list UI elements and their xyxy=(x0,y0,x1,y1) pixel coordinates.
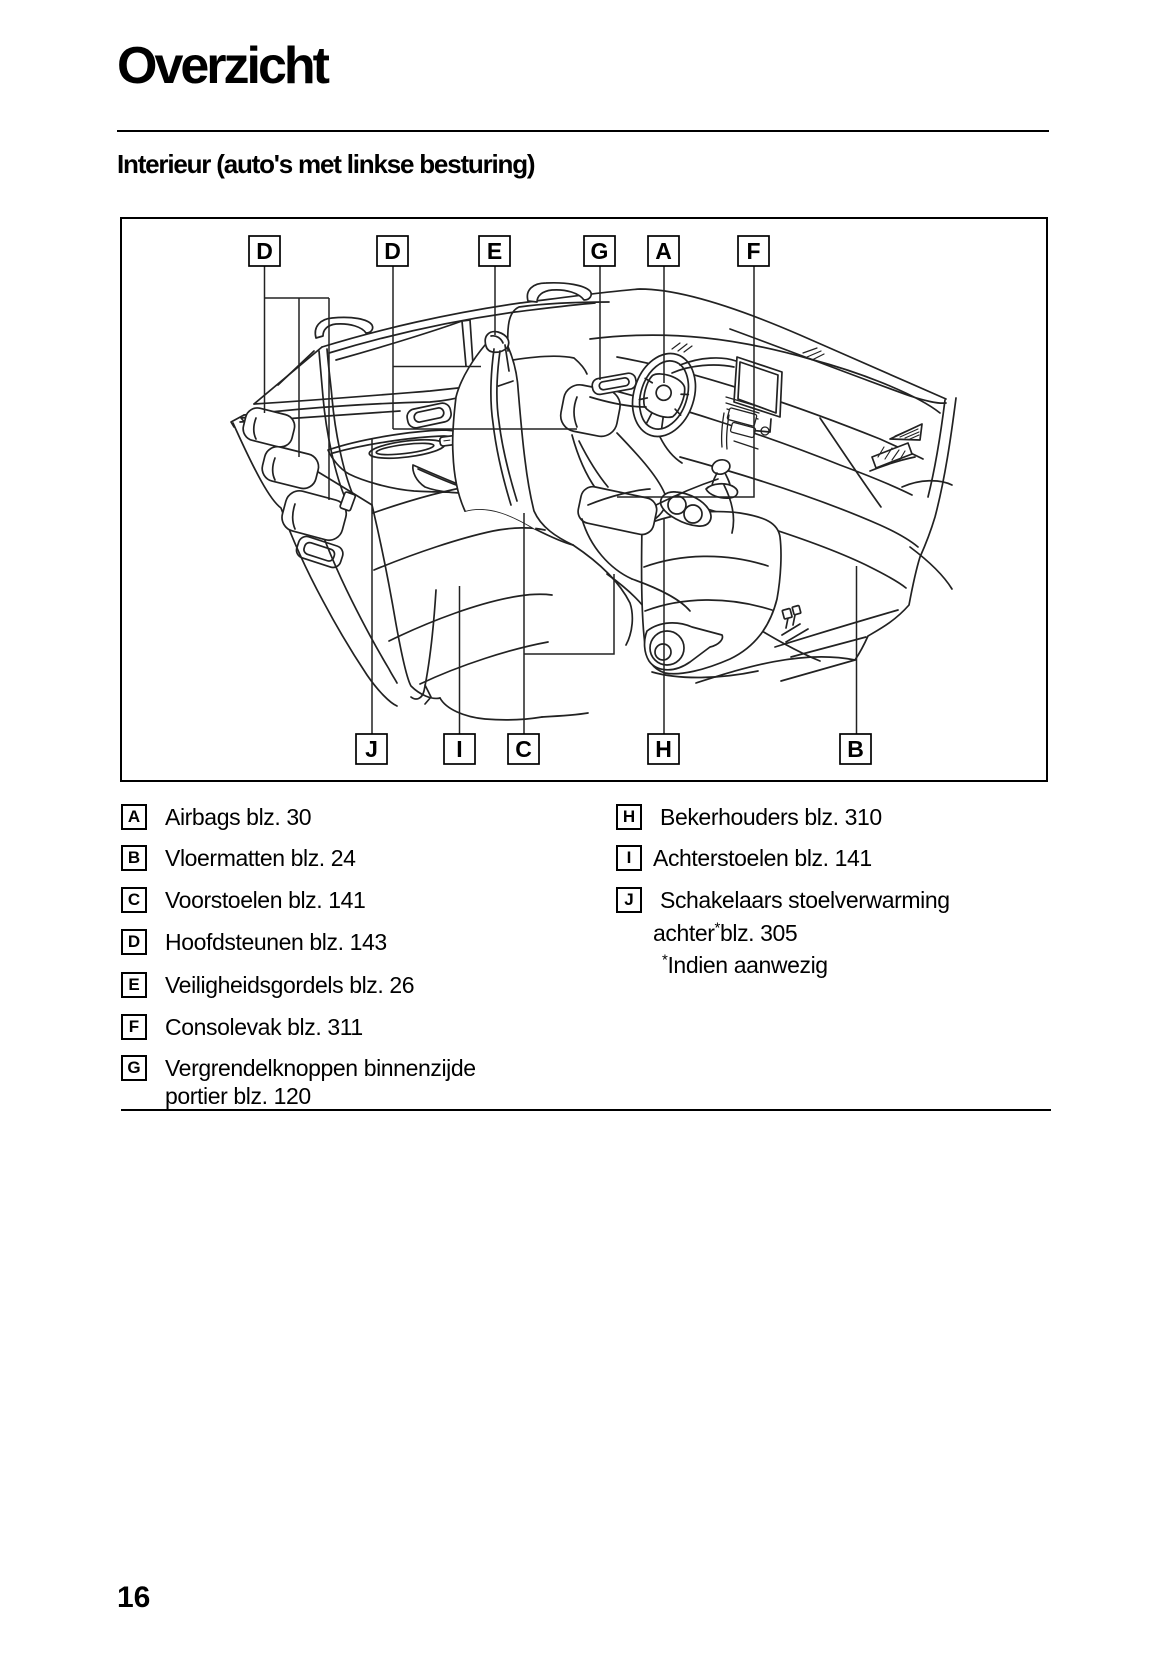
svg-text:E: E xyxy=(487,238,502,264)
svg-text:B: B xyxy=(847,736,864,762)
svg-text:J: J xyxy=(365,736,378,762)
svg-text:F: F xyxy=(746,238,760,264)
svg-text:H: H xyxy=(655,736,672,762)
svg-text:D: D xyxy=(256,238,273,264)
svg-text:D: D xyxy=(384,238,401,264)
svg-text:C: C xyxy=(515,736,532,762)
svg-text:A: A xyxy=(655,238,672,264)
svg-text:I: I xyxy=(456,736,462,762)
svg-text:G: G xyxy=(591,238,609,264)
